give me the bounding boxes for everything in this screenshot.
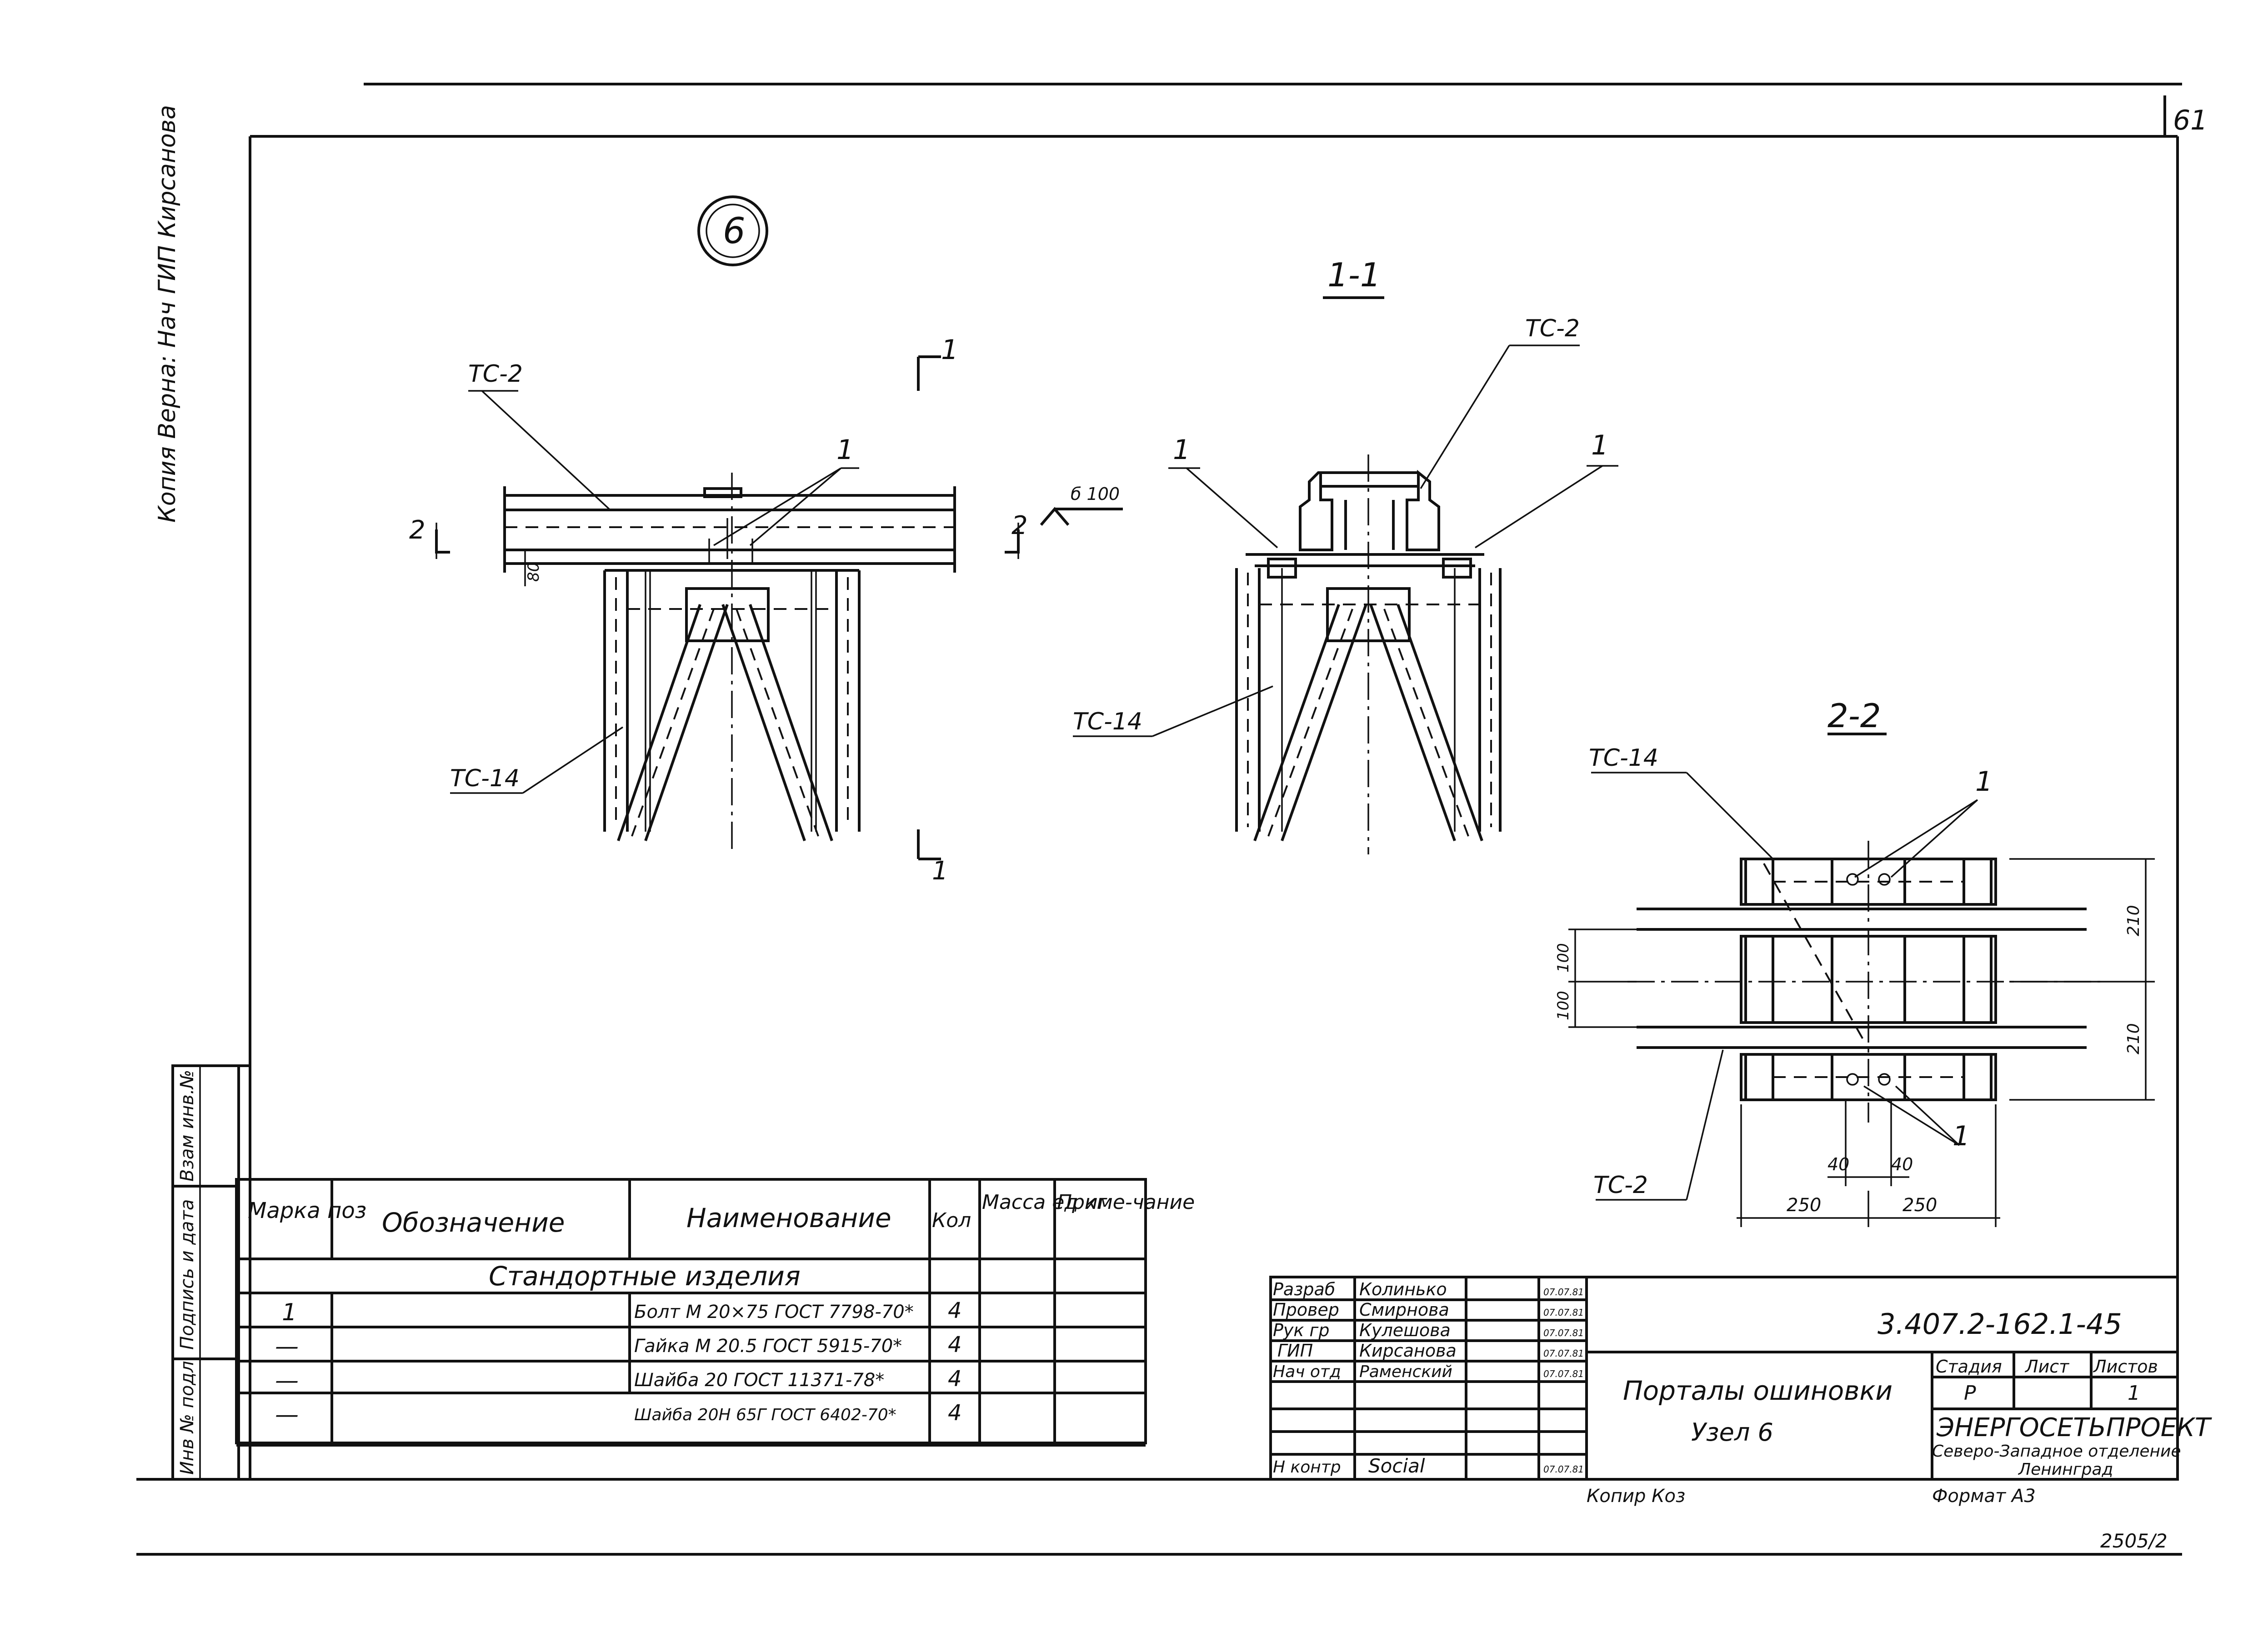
- title-block: [1269, 1276, 2179, 1481]
- person3-role: Рук гр: [1273, 1320, 1330, 1340]
- org-city: Ленинград: [2018, 1460, 2113, 1479]
- node-marker: 6: [697, 195, 768, 266]
- cut2-right-label: 2: [1011, 511, 1028, 540]
- person3-name: Кулешова: [1359, 1320, 1451, 1340]
- row2-mark: —: [275, 1333, 299, 1360]
- person1-date: 07.07.81: [1543, 1287, 1584, 1298]
- s22-tc14-label: ТС-14: [1589, 744, 1658, 772]
- bottom-code: 2505/2: [2100, 1530, 2168, 1552]
- person2-date: 07.07.81: [1543, 1307, 1584, 1318]
- table-row: — Шайба 20Н 65Г ГОСТ 6402-70* 4: [275, 1400, 962, 1428]
- stage-header: Стадия: [1936, 1357, 2002, 1377]
- th-note: Приме-чание: [1057, 1191, 1195, 1214]
- dim-250-right: 250: [1903, 1195, 1937, 1216]
- side-stamp-3: Инв № подл: [177, 1361, 198, 1475]
- sheets-value: 1: [2128, 1382, 2140, 1405]
- section-22-view: 210 210 100 100 40 40 250 250 ТС-14 1 1 …: [1554, 744, 2155, 1227]
- row3-name: Шайба 20 ГОСТ 11371-78*: [634, 1370, 884, 1391]
- row3-qty: 4: [948, 1366, 962, 1392]
- sheet-header: Лист: [2024, 1357, 2070, 1377]
- node-marker-number: 6: [723, 211, 746, 252]
- cut1-top-label: 1: [941, 334, 958, 366]
- dim-100-bottom: 100: [1554, 991, 1572, 1020]
- row1-name: Болт М 20×75 ГОСТ 7798-70*: [634, 1302, 914, 1323]
- row4-name: Шайба 20Н 65Г ГОСТ 6402-70*: [634, 1406, 896, 1424]
- person6-name: Social: [1368, 1455, 1425, 1477]
- th-mass: Масса ед кг: [982, 1191, 1107, 1214]
- th-qty: Кол: [932, 1209, 971, 1232]
- doc-title-1: Порталы ошиновки: [1623, 1375, 1893, 1406]
- front-tc14-label: ТС-14: [450, 765, 520, 792]
- section-11-title: 1-1: [1327, 256, 1381, 294]
- th-designation: Обозначение: [382, 1207, 565, 1238]
- row3-mark: —: [275, 1367, 299, 1394]
- sheets-header: Листов: [2093, 1357, 2158, 1377]
- dim-100-top: 100: [1554, 943, 1572, 973]
- spec-table: [235, 1178, 1147, 1447]
- th-name: Наименование: [686, 1203, 891, 1233]
- s11-tc14-label: ТС-14: [1073, 708, 1142, 735]
- s11-pos1-left: 1: [1173, 434, 1190, 466]
- row2-name: Гайка М 20.5 ГОСТ 5915-70*: [634, 1336, 902, 1357]
- side-stamp-2: Подпись и дата: [177, 1199, 198, 1350]
- table-row: — Гайка М 20.5 ГОСТ 5915-70* 4: [275, 1332, 962, 1360]
- side-stamp-1: Взам инв.№: [177, 1070, 198, 1182]
- side-stamp: Взам инв.№ Подпись и дата Инв № подл: [171, 1064, 250, 1481]
- row2-qty: 4: [948, 1332, 962, 1358]
- person3-date: 07.07.81: [1543, 1328, 1584, 1338]
- copied-by: Копир Коз: [1587, 1486, 1685, 1507]
- person1-role: Разраб: [1273, 1279, 1335, 1299]
- front-dim-80: 80: [525, 562, 543, 582]
- person6-role: Н контр: [1273, 1458, 1341, 1477]
- spec-group-title: Стандортные изделия: [489, 1261, 801, 1292]
- person5-role: Нач отд: [1273, 1363, 1341, 1381]
- s11-tc2-label: ТС-2: [1525, 315, 1580, 342]
- elevation-label: б 100: [1071, 484, 1120, 504]
- person6-date: 07.07.81: [1543, 1464, 1584, 1475]
- person5-name: Раменский: [1359, 1363, 1452, 1381]
- front-pos1-label: 1: [836, 434, 854, 466]
- person2-name: Смирнова: [1359, 1300, 1449, 1320]
- margin-note: Копия Верна: Нач ГИП Кирсанова: [154, 105, 181, 523]
- cut2-left-label: 2: [409, 515, 426, 545]
- front-tc2-label: ТС-2: [468, 360, 523, 388]
- dim-210-top: 210: [2124, 905, 2143, 936]
- person4-name: Кирсанова: [1359, 1341, 1457, 1361]
- row4-qty: 4: [948, 1400, 962, 1426]
- s22-tc2-label: ТС-2: [1593, 1172, 1648, 1199]
- doc-code: 3.407.2-162.1-45: [1878, 1308, 2122, 1341]
- org-name: ЭНЕРГОСЕТЬПРОЕКТ: [1936, 1413, 2212, 1442]
- table-row: — Шайба 20 ГОСТ 11371-78* 4: [275, 1366, 962, 1394]
- section-11-view: ТС-2 1 1 ТС-14: [1073, 315, 1618, 854]
- stage-value: Р: [1964, 1382, 1976, 1405]
- cut1-bottom-label: 1: [932, 856, 948, 886]
- sheet-number: 61: [2173, 105, 2208, 136]
- doc-title-2: Узел 6: [1691, 1418, 1773, 1447]
- row4-mark: —: [275, 1401, 299, 1428]
- row1-mark: 1: [282, 1299, 297, 1326]
- title-people: Разраб Колинько 07.07.81 Провер Смирнова…: [1273, 1279, 1584, 1477]
- section-22-title: 2-2: [1827, 697, 1881, 735]
- dim-40-right: 40: [1891, 1154, 1913, 1174]
- s22-pos1-bottom: 1: [1953, 1120, 1970, 1152]
- person4-date: 07.07.81: [1543, 1348, 1584, 1359]
- person2-role: Провер: [1273, 1300, 1339, 1320]
- sheet-frame: [136, 83, 2182, 1556]
- person1-name: Колинько: [1359, 1279, 1447, 1299]
- dim-210-bottom: 210: [2124, 1023, 2143, 1054]
- org-department: Северо-Западное отделение: [1932, 1442, 2181, 1461]
- s11-pos1-right: 1: [1591, 429, 1608, 461]
- s22-pos1-top: 1: [1975, 766, 1993, 798]
- row1-qty: 4: [948, 1298, 962, 1323]
- dim-250-left: 250: [1787, 1195, 1821, 1216]
- front-view: 80 2 2 1 1 б 100 ТС-2 1 ТС-14: [409, 334, 1123, 886]
- table-row: 1 Болт М 20×75 ГОСТ 7798-70* 4: [282, 1298, 962, 1326]
- person4-role: ГИП: [1277, 1341, 1313, 1361]
- th-mark: Марка поз: [248, 1198, 366, 1223]
- person5-date: 07.07.81: [1543, 1368, 1584, 1379]
- dim-40-left: 40: [1827, 1154, 1849, 1174]
- format-label: Формат А3: [1932, 1486, 2036, 1507]
